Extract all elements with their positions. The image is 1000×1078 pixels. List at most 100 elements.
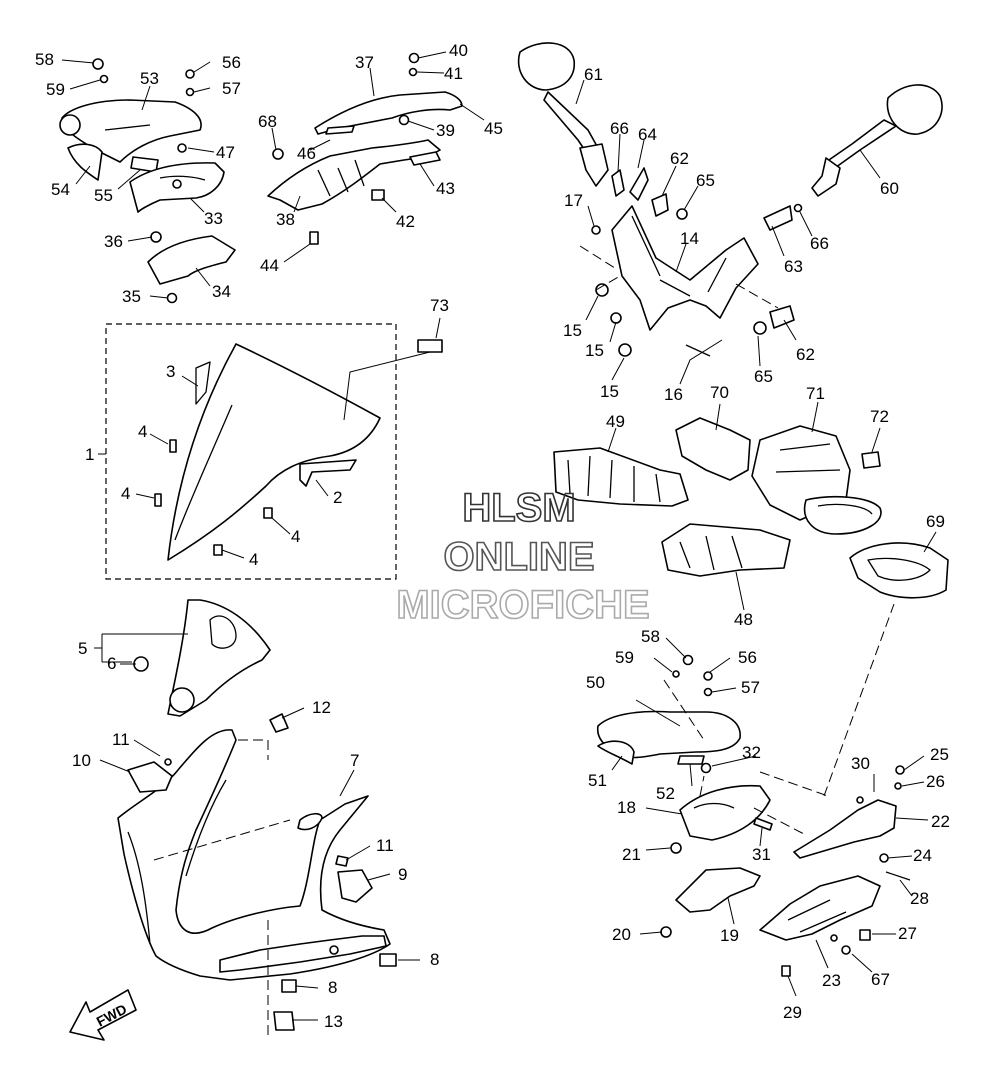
callout-49: 49 xyxy=(606,412,625,431)
callout-58: 58 xyxy=(641,627,660,646)
callout-6: 6 xyxy=(107,654,116,673)
callout-20: 20 xyxy=(612,925,631,944)
callout-1: 1 xyxy=(85,445,94,464)
callout-63: 63 xyxy=(784,257,803,276)
callout-72: 72 xyxy=(870,407,889,426)
callout-68: 68 xyxy=(258,112,277,131)
callout-21: 21 xyxy=(622,845,641,864)
callout-66: 66 xyxy=(610,119,629,138)
callout-50: 50 xyxy=(586,673,605,692)
callout-18: 18 xyxy=(617,798,636,817)
callout-58: 58 xyxy=(35,50,54,69)
callout-65: 65 xyxy=(754,367,773,386)
callout-59: 59 xyxy=(615,648,634,667)
callout-26: 26 xyxy=(926,772,945,791)
callout-33: 33 xyxy=(204,209,223,228)
callout-4: 4 xyxy=(291,527,300,546)
callout-62: 62 xyxy=(796,345,815,364)
callout-15: 15 xyxy=(563,321,582,340)
inner-panel-5-group xyxy=(133,599,271,717)
callout-8: 8 xyxy=(328,978,337,997)
side-cover-53-group xyxy=(59,58,236,304)
callout-12: 12 xyxy=(312,698,331,717)
callout-56: 56 xyxy=(222,53,241,72)
callout-73: 73 xyxy=(430,296,449,315)
callout-69: 69 xyxy=(926,512,945,531)
watermark-line-3: MICROFICHE xyxy=(396,583,649,627)
callout-57: 57 xyxy=(741,678,760,697)
air-ducts-group xyxy=(553,417,949,599)
watermark-line-1: HLSM xyxy=(462,486,575,530)
callout-52: 52 xyxy=(656,784,675,803)
callout-53: 53 xyxy=(140,69,159,88)
callout-56: 56 xyxy=(738,648,757,667)
callout-66: 66 xyxy=(810,234,829,253)
callout-35: 35 xyxy=(122,287,141,306)
callout-36: 36 xyxy=(104,232,123,251)
callout-55: 55 xyxy=(94,186,113,205)
callout-37: 37 xyxy=(355,53,374,72)
callout-32: 32 xyxy=(742,743,761,762)
callout-64: 64 xyxy=(638,125,657,144)
lower-right-panels-group xyxy=(596,654,911,977)
callout-28: 28 xyxy=(910,889,929,908)
callout-27: 27 xyxy=(898,924,917,943)
callout-13: 13 xyxy=(324,1012,343,1031)
callout-59: 59 xyxy=(46,80,65,99)
mirrors-and-stay-group xyxy=(517,42,943,357)
callout-48: 48 xyxy=(734,610,753,629)
windscreen-assembly-group xyxy=(105,323,443,580)
callout-15: 15 xyxy=(585,341,604,360)
callout-57: 57 xyxy=(222,79,241,98)
callout-22: 22 xyxy=(931,812,950,831)
callout-25: 25 xyxy=(930,745,949,764)
callout-45: 45 xyxy=(484,119,503,138)
callout-7: 7 xyxy=(350,751,359,770)
callout-54: 54 xyxy=(51,180,70,199)
callout-4: 4 xyxy=(249,550,258,569)
callout-60: 60 xyxy=(880,179,899,198)
callout-4: 4 xyxy=(138,422,147,441)
callout-4: 4 xyxy=(121,484,130,503)
callout-2: 2 xyxy=(333,488,342,507)
callout-51: 51 xyxy=(588,771,607,790)
callout-42: 42 xyxy=(396,212,415,231)
callout-43: 43 xyxy=(436,179,455,198)
callout-41: 41 xyxy=(444,64,463,83)
callout-15: 15 xyxy=(600,382,619,401)
callout-10: 10 xyxy=(72,751,91,770)
callout-8: 8 xyxy=(430,950,439,969)
callout-70: 70 xyxy=(710,383,729,402)
callout-67: 67 xyxy=(871,970,890,989)
callout-11: 11 xyxy=(376,836,394,855)
callout-labels: 58 59 53 56 57 47 54 55 33 36 34 35 37 4… xyxy=(35,41,950,1031)
leader-lines xyxy=(61,51,937,1040)
callout-29: 29 xyxy=(783,1003,802,1022)
callout-31: 31 xyxy=(752,845,771,864)
front-cowling-7-group xyxy=(117,713,397,1031)
inner-panel-37-38-group xyxy=(267,52,463,245)
forward-direction-arrow: FWD xyxy=(69,989,137,1041)
callout-47: 47 xyxy=(216,143,235,162)
callout-19: 19 xyxy=(720,926,739,945)
callout-17: 17 xyxy=(564,191,583,210)
callout-3: 3 xyxy=(166,362,175,381)
callout-65: 65 xyxy=(696,171,715,190)
callout-5: 5 xyxy=(78,639,87,658)
watermark-line-2: ONLINE xyxy=(443,535,594,579)
callout-44: 44 xyxy=(260,256,279,275)
callout-61: 61 xyxy=(584,65,603,84)
callout-9: 9 xyxy=(398,865,407,884)
callout-34: 34 xyxy=(212,282,231,301)
callout-62: 62 xyxy=(670,149,689,168)
callout-38: 38 xyxy=(276,210,295,229)
callout-46: 46 xyxy=(297,144,316,163)
callout-16: 16 xyxy=(664,385,683,404)
callout-14: 14 xyxy=(680,229,699,248)
watermark: HLSM ONLINE MICROFICHE xyxy=(396,485,651,628)
callout-24: 24 xyxy=(913,846,932,865)
callout-39: 39 xyxy=(436,121,455,140)
callout-30: 30 xyxy=(851,754,870,773)
callout-23: 23 xyxy=(822,971,841,990)
